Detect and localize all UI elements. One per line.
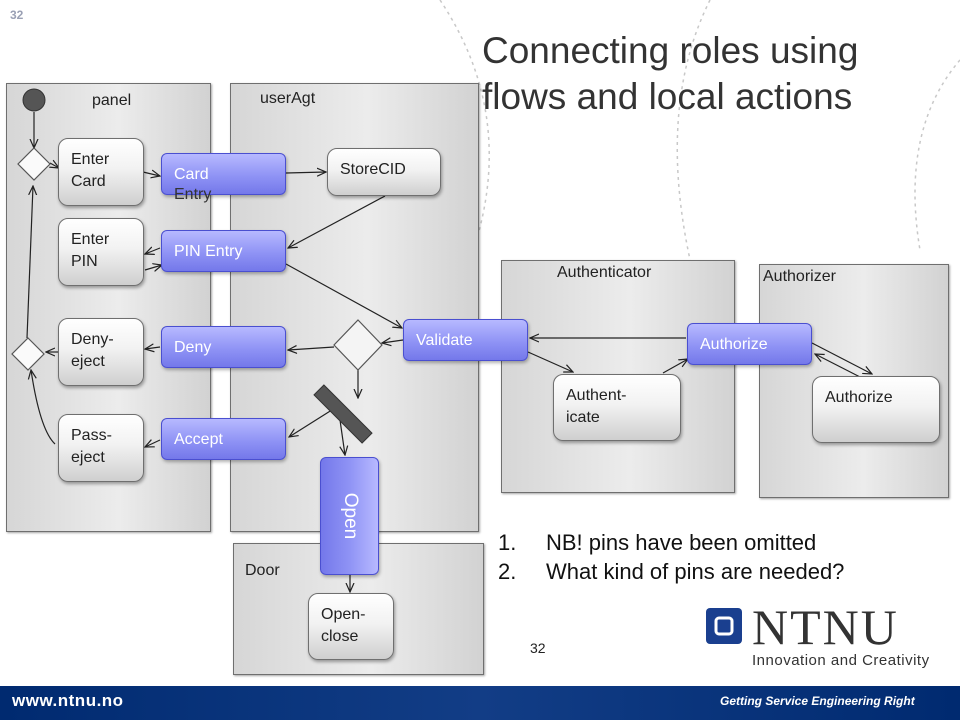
action-enter-card: Enter Card (58, 138, 144, 206)
footer-tagline: Getting Service Engineering Right (720, 694, 915, 708)
action-deny-eject-line2: eject (71, 353, 105, 370)
flow-deny: Deny (161, 326, 286, 368)
decision-node (333, 319, 383, 371)
action-open-close-line2: close (321, 628, 359, 645)
action-deny-eject: Deny- eject (58, 318, 144, 386)
fork-bar (313, 384, 373, 444)
logo-name: NTNU (752, 599, 899, 655)
partition-label-useragt: userAgt (260, 90, 316, 107)
action-pass-eject: Pass- eject (58, 414, 144, 482)
partition-label-authorizer: Authorizer (763, 268, 836, 285)
action-store-cid: StoreCID (327, 148, 441, 196)
title-line-1: Connecting roles using (482, 30, 859, 71)
flow-pin-entry-label: PIN Entry (174, 243, 243, 260)
action-enter-pin: Enter PIN (58, 218, 144, 286)
footer-bar (0, 686, 960, 720)
action-pass-eject-line2: eject (71, 449, 105, 466)
flow-pin-entry: PIN Entry (161, 230, 286, 272)
flow-accept-label: Accept (174, 431, 223, 448)
flow-open: Open (320, 457, 379, 575)
flow-deny-label: Deny (174, 339, 212, 356)
title-line-2: flows and local actions (482, 76, 853, 117)
partition-label-authenticator: Authenticator (557, 264, 652, 281)
merge-node-lower (11, 337, 45, 371)
flow-authorize: Authorize (687, 323, 812, 365)
notes-list: 1. NB! pins have been omitted 2. What kind… (498, 528, 844, 586)
flow-validate-label: Validate (416, 332, 473, 349)
partition-label-panel: panel (92, 92, 132, 109)
merge-node (17, 147, 51, 181)
logo-tagline: Innovation and Creativity (752, 652, 930, 669)
note-num-1: 1. (498, 530, 517, 555)
action-store-cid-label: StoreCID (340, 161, 406, 178)
action-authenticate-line2: icate (566, 409, 600, 426)
flow-card-entry-line2: Entry (174, 186, 212, 203)
partition-label-door: Door (245, 562, 280, 579)
action-open-close: Open- close (308, 593, 394, 660)
flow-card-entry-line1: Card (174, 166, 209, 183)
flow-accept: Accept (161, 418, 286, 460)
action-authorize-local: Authorize (812, 376, 940, 443)
action-enter-card-line1: Enter (71, 151, 110, 168)
action-deny-eject-line1: Deny- (71, 331, 114, 348)
action-authenticate: Authent- icate (553, 374, 681, 441)
action-enter-pin-line2: PIN (71, 253, 98, 270)
note-item-2: 2. What kind of pins are needed? (498, 557, 844, 586)
page-number: 32 (530, 640, 546, 656)
action-enter-card-line2: Card (71, 173, 106, 190)
slide-number-top: 32 (10, 8, 24, 22)
slide-title: Connecting roles using flows and local a… (482, 28, 952, 120)
flow-card-entry: Card Entry (161, 153, 286, 203)
flow-authorize-label: Authorize (700, 336, 768, 353)
flow-validate: Validate (403, 319, 528, 361)
action-open-close-line1: Open- (321, 606, 366, 623)
footer-url-link[interactable]: www.ntnu.no (12, 691, 124, 710)
action-authorize-local-label: Authorize (825, 389, 893, 406)
action-pass-eject-line1: Pass- (71, 427, 112, 444)
note-text-2: What kind of pins are needed? (546, 559, 845, 584)
initial-node (22, 88, 46, 112)
action-enter-pin-line1: Enter (71, 231, 110, 248)
note-item-1: 1. NB! pins have been omitted (498, 528, 844, 557)
note-num-2: 2. (498, 559, 517, 584)
action-authenticate-line1: Authent- (566, 387, 627, 404)
note-text-1: NB! pins have been omitted (546, 530, 817, 555)
